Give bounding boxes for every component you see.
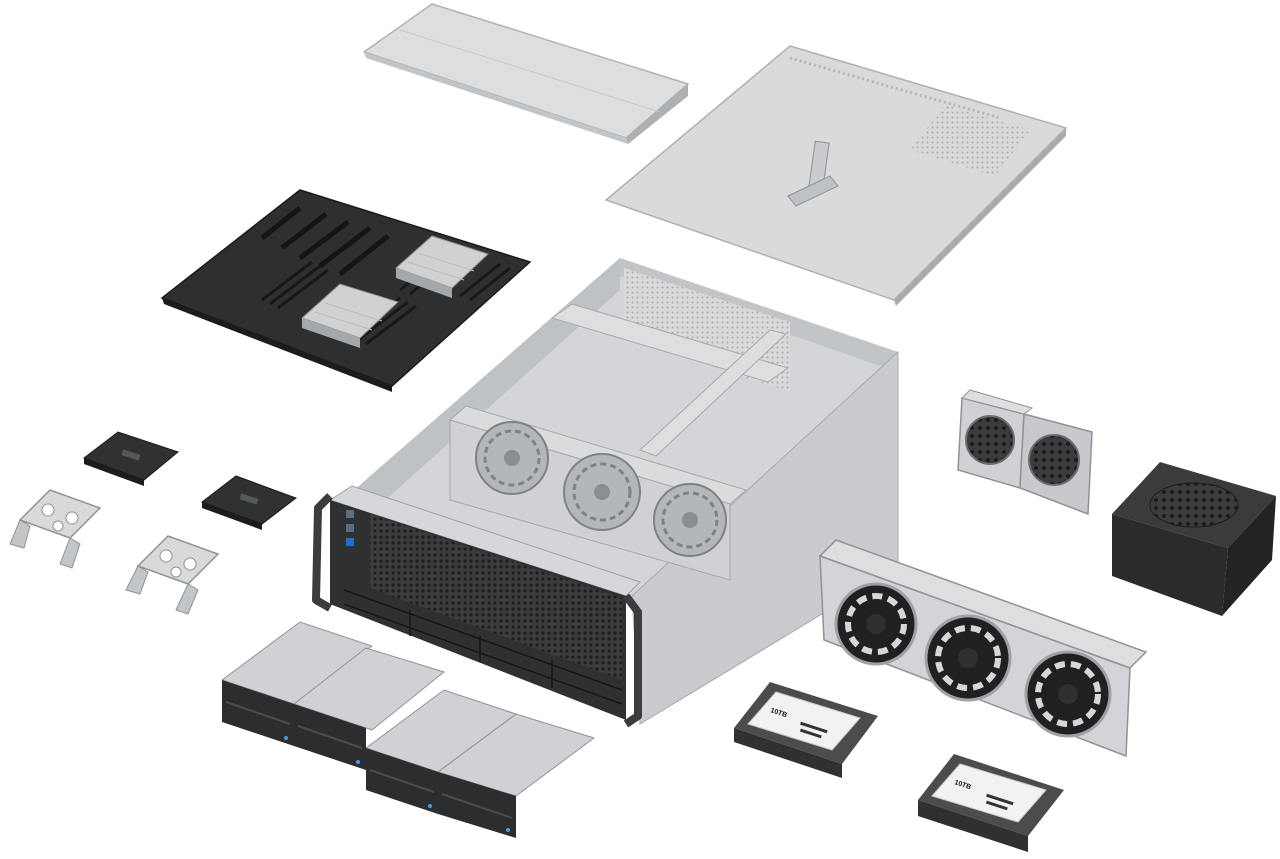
cover-latch-handle [787,140,839,207]
triple-fan-wall [818,539,1148,758]
ssd-drive [82,431,180,486]
pcie-slots [260,206,390,276]
hdd-label-sticker [931,763,1047,823]
psu-fan-grill [1149,482,1239,528]
chassis-fan-3 [653,483,727,557]
module-fan-2 [1028,434,1080,486]
rack-handle-left [312,493,333,612]
chassis-fan-1 [475,421,549,495]
hot-swap-drive-cage [220,621,596,838]
ssd-mount-bracket [125,535,220,615]
top-cover-panel-rear [604,45,1068,306]
hdd-capacity-label: 10TB [953,779,971,791]
top-cover-panel-front [362,3,690,144]
chassis-front-bezel [330,500,626,720]
hard-disk-drive: 10TB [918,754,1064,852]
drive-tray-faceplates [222,680,516,838]
drive-tray-row-top [220,621,596,797]
module-fan-1 [965,415,1015,465]
dual-fan-module [957,389,1093,516]
hard-disk-drive: 10TB [734,682,878,778]
ssd-mount-bracket [9,489,102,569]
front-usb-ports [346,510,354,546]
hdd-label-sticker [747,691,861,751]
cpu-heatsink-1 [301,283,399,348]
power-supply-unit [1112,462,1276,616]
fan-wall-fan-3 [1024,650,1112,738]
chassis-fan-2 [563,453,641,531]
cpu-heatsink-2 [395,235,489,298]
motherboard-dual-cpu [160,189,532,392]
front-drive-bay-slots [343,589,623,705]
rack-handle-right [622,593,642,728]
front-mesh-vent [370,514,622,680]
server-chassis-4u [312,258,899,728]
rear-cover-vent-grid [910,105,1030,176]
fan-wall-fan-1 [834,582,918,666]
fan-wall-fan-2 [924,614,1012,702]
internal-fan-wall [448,405,748,581]
hdd-capacity-label: 10TB [769,707,787,719]
ssd-drive [200,475,298,530]
